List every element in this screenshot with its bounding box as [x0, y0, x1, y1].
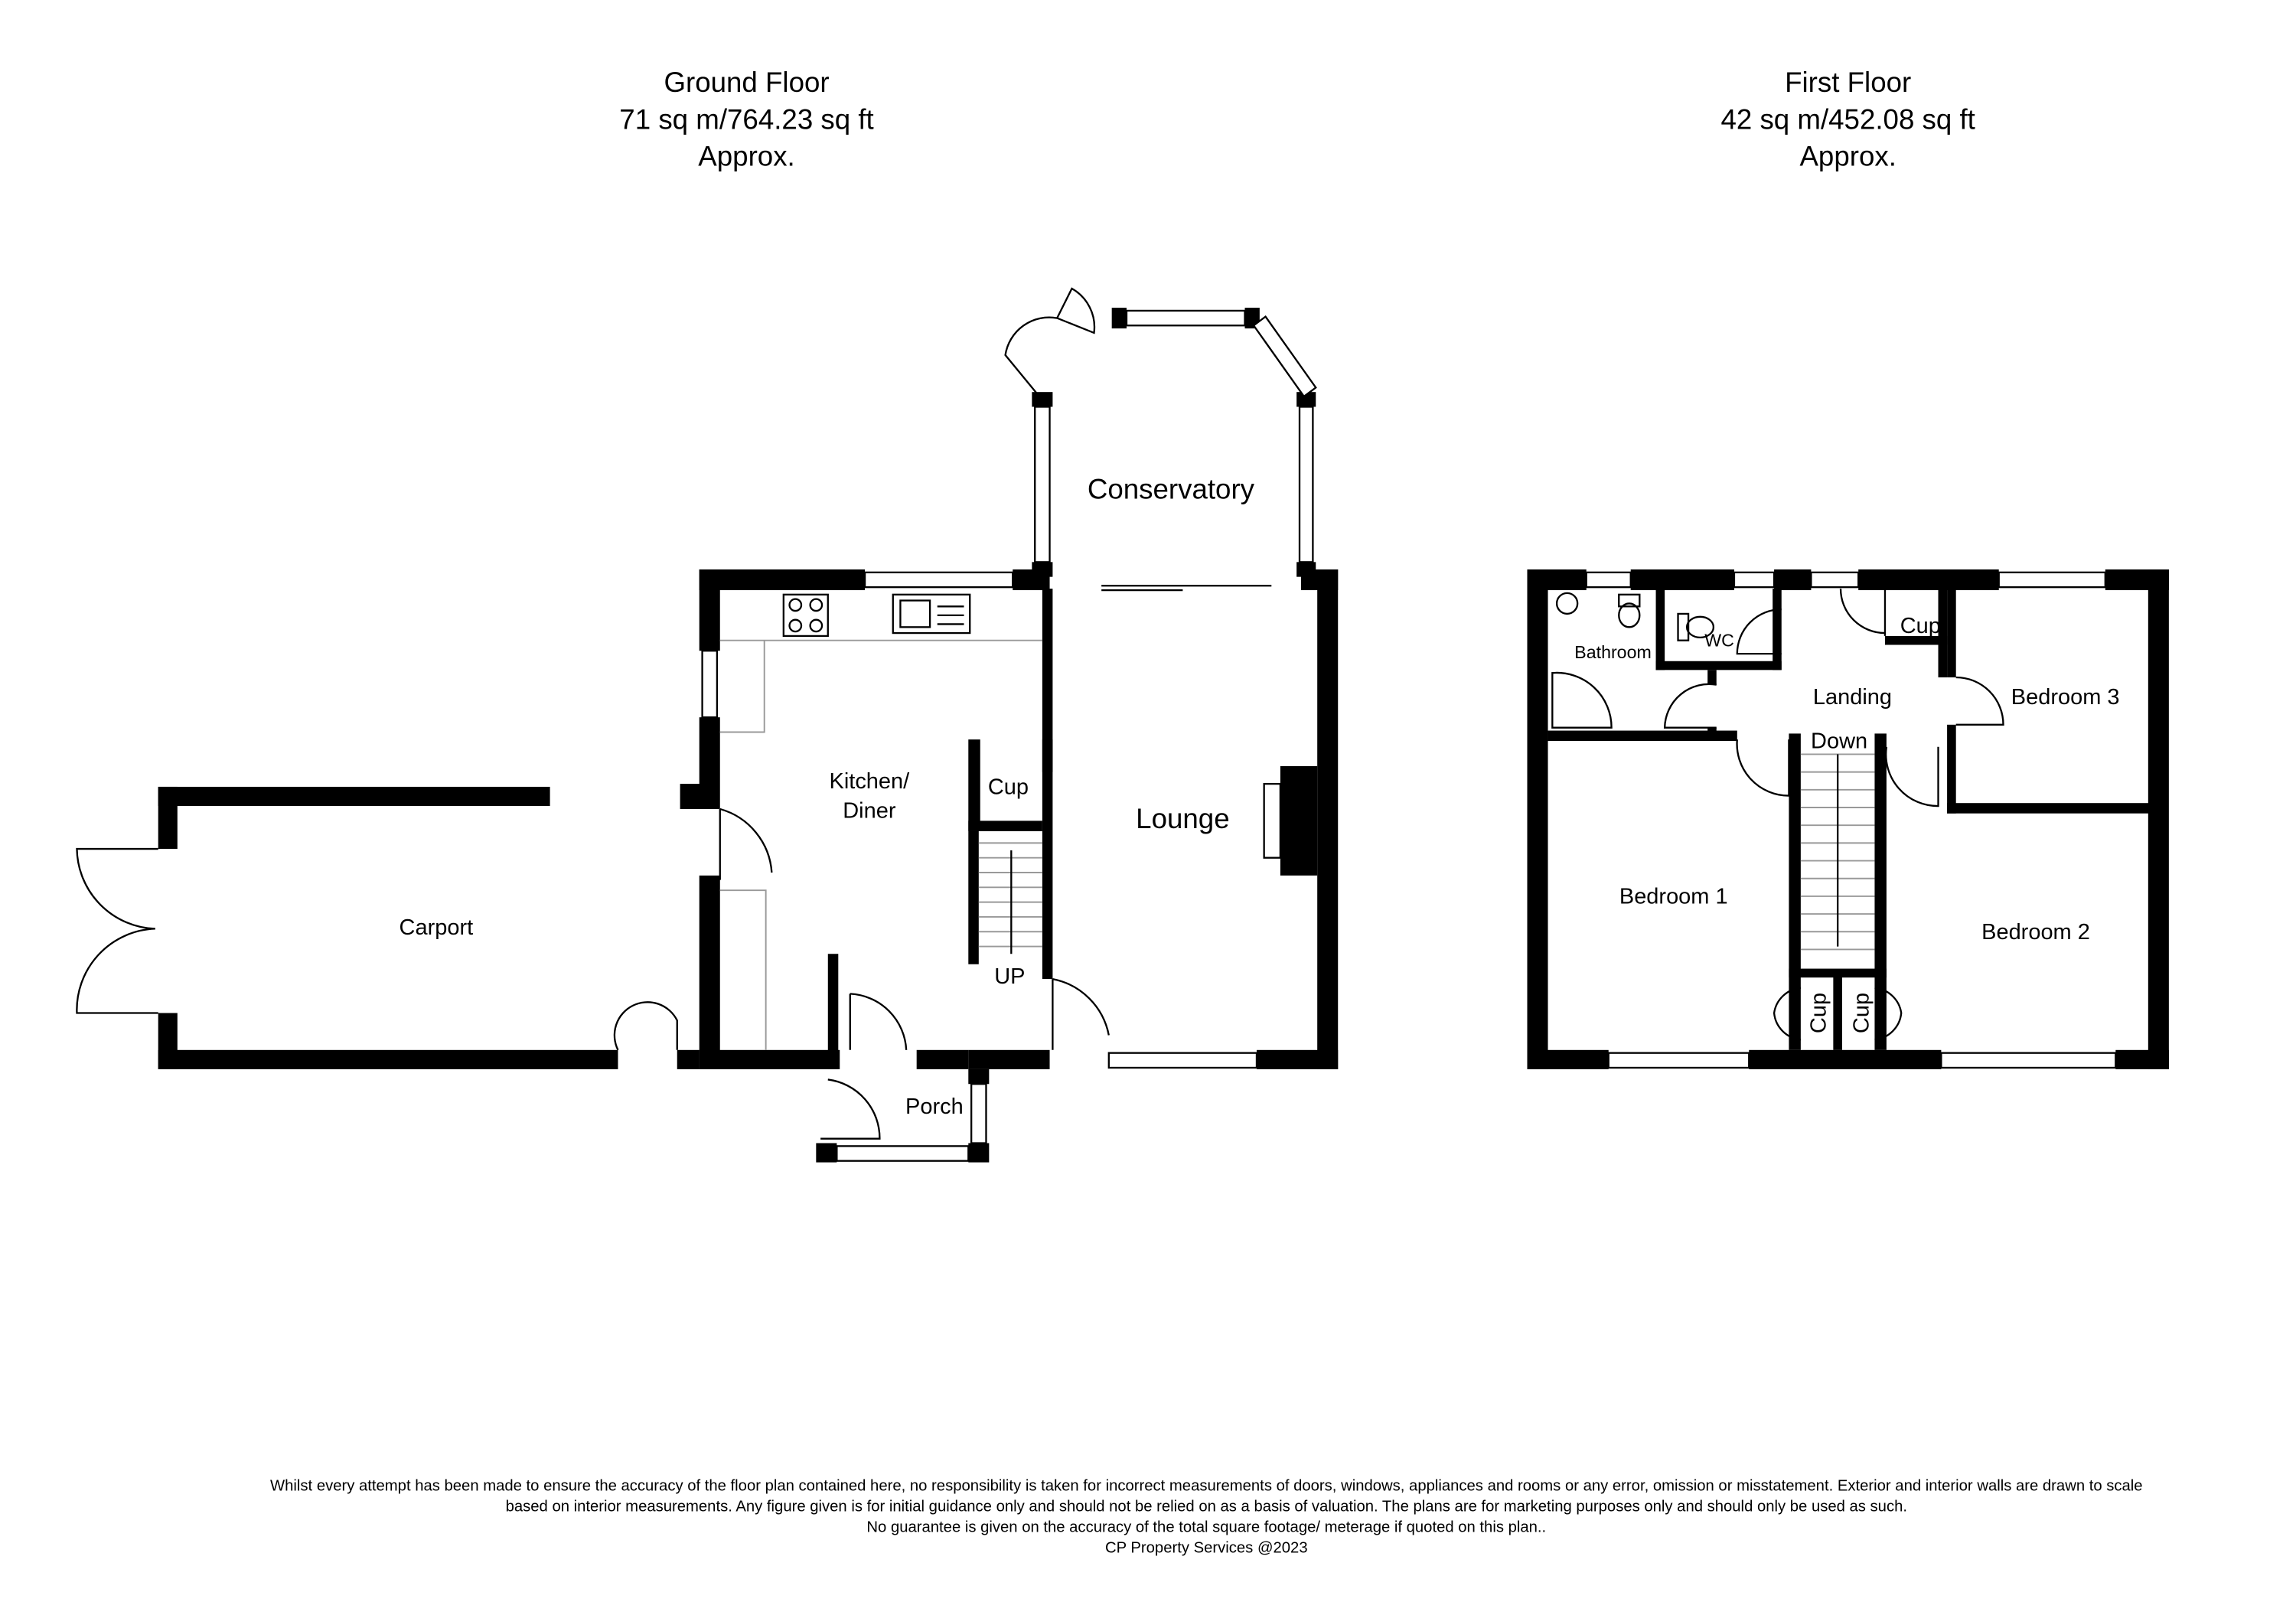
room-label-lounge: Lounge — [1136, 803, 1229, 834]
disclaimer-line-3: No guarantee is given on the accuracy of… — [866, 1519, 1546, 1536]
disclaimer-line-2: based on interior measurements. Any figu… — [506, 1499, 1907, 1515]
ground-floor-walls — [680, 569, 1339, 1069]
room-label-porch: Porch — [905, 1095, 964, 1119]
disclaimer-line-1: Whilst every attempt has been made to en… — [270, 1477, 2143, 1494]
carport-walls — [76, 786, 700, 1069]
conservatory-walls — [1004, 287, 1317, 592]
first-floor-title: First Floor 42 sq m/452.08 sq ft Approx. — [1720, 67, 1975, 172]
ground-floor-heading: Ground Floor — [664, 67, 829, 98]
ground-floor-area: 71 sq m/764.23 sq ft — [619, 103, 873, 135]
first-floor-walls — [1527, 569, 2169, 1069]
shower-icon — [1551, 671, 1613, 729]
hob-icon — [782, 593, 829, 638]
copyright: CP Property Services @2023 — [1105, 1540, 1308, 1557]
room-label-conservatory: Conservatory — [1088, 473, 1255, 504]
sink-icon — [892, 593, 971, 635]
room-label-bedroom-3: Bedroom 3 — [2011, 685, 2120, 710]
first-floor-approx: Approx. — [1799, 141, 1896, 172]
room-label-landing: Landing — [1813, 685, 1892, 710]
room-label-bedroom-2: Bedroom 2 — [1981, 920, 2090, 945]
stairs-icon — [978, 842, 1042, 954]
room-label-cup: Cup — [988, 775, 1029, 800]
room-label-bedroom-1: Bedroom 1 — [1619, 885, 1728, 909]
room-label-wc: WC — [1704, 630, 1734, 650]
ground-floor-approx: Approx. — [698, 141, 794, 172]
room-label-cup-left: Cup — [1807, 993, 1831, 1033]
first-floor-plan: WC Cup Bathroom Landing Down Bedroom 3 B… — [1527, 569, 2169, 1069]
stairs-icon — [1800, 753, 1875, 951]
room-label-carport: Carport — [400, 915, 474, 940]
first-floor-area: 42 sq m/452.08 sq ft — [1720, 103, 1975, 135]
ground-floor-plan: Conservatory Kitchen/ Diner Cup Lounge C… — [76, 287, 1339, 1163]
stairs-label-up: UP — [994, 964, 1025, 989]
first-floor-heading: First Floor — [1785, 67, 1911, 98]
basin-icon — [1555, 592, 1579, 615]
toilet-icon — [1618, 593, 1715, 641]
ground-floor-title: Ground Floor 71 sq m/764.23 sq ft Approx… — [619, 67, 873, 172]
room-label-diner: Diner — [843, 799, 896, 824]
room-label-cup-right: Cup — [1850, 993, 1874, 1033]
disclaimer: Whilst every attempt has been made to en… — [270, 1477, 2143, 1556]
room-label-cup: Cup — [1900, 614, 1941, 638]
porch-walls — [816, 993, 990, 1163]
stairs-label-down: Down — [1811, 729, 1867, 754]
room-label-bathroom: Bathroom — [1574, 642, 1651, 662]
room-label-kitchen: Kitchen/ — [830, 769, 911, 794]
